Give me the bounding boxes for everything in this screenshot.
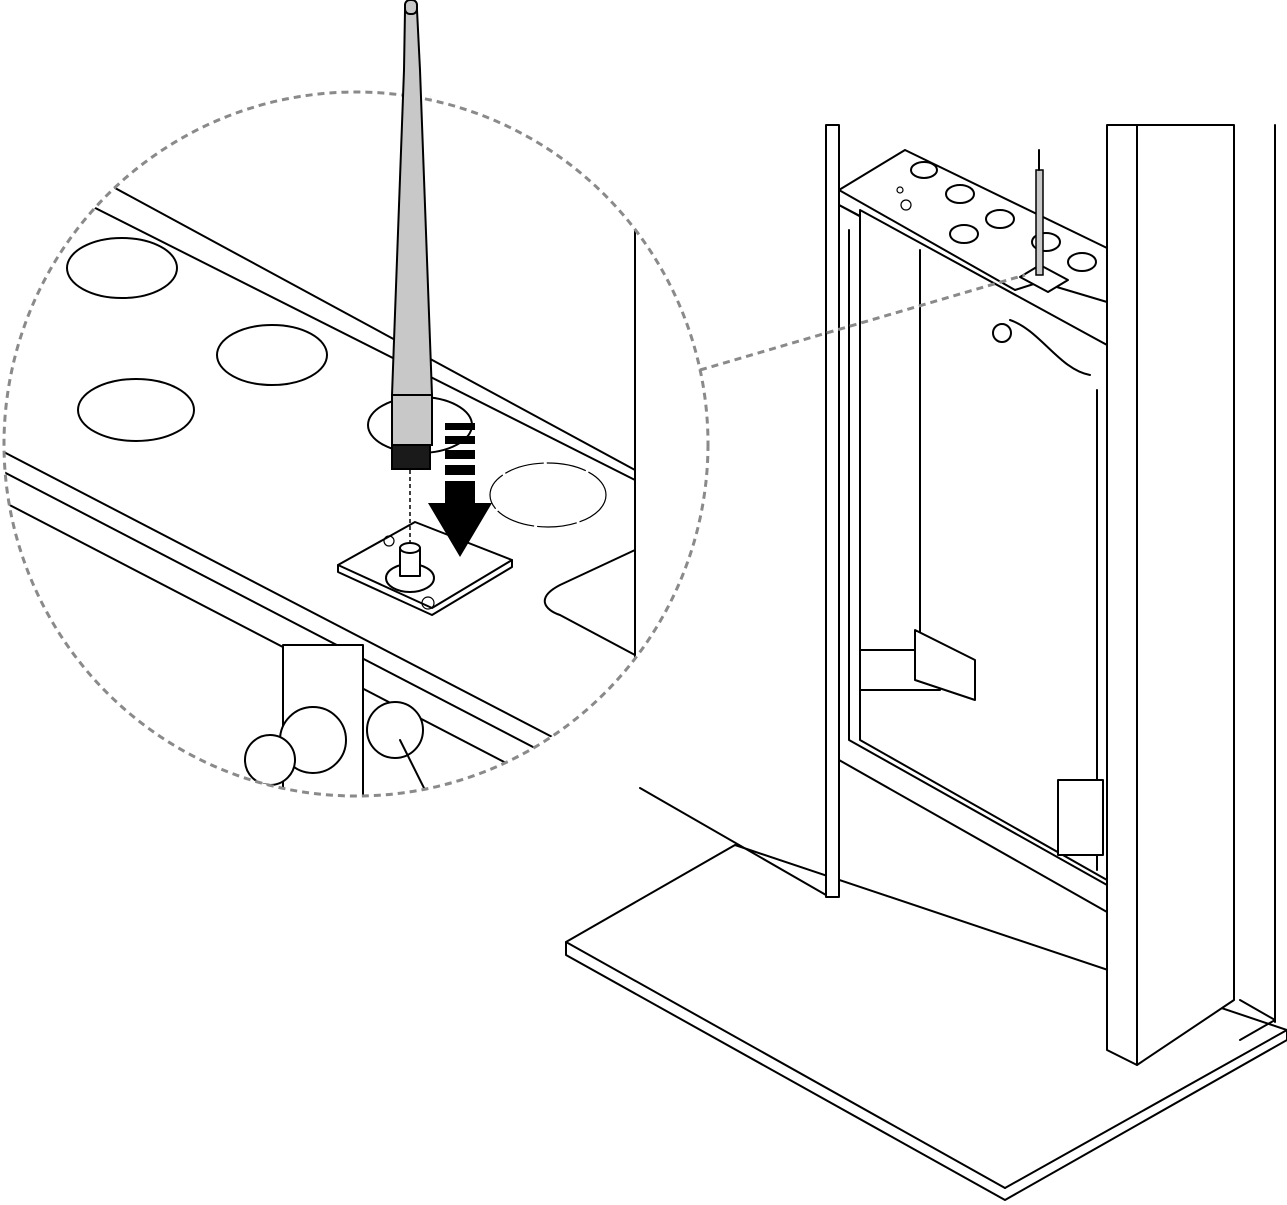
small-antenna — [1019, 149, 1069, 293]
lower-bracket — [244, 644, 431, 796]
base-plate — [565, 844, 1287, 1201]
detail-zoom — [4, 159, 636, 796]
side-box — [1057, 779, 1104, 856]
arrow-down-icon — [428, 423, 492, 557]
detail-zoom-outline — [2, 90, 710, 798]
cabinet — [565, 124, 1287, 1201]
antenna — [390, 0, 434, 545]
back-panel — [859, 209, 1108, 881]
connector-cable — [992, 319, 1091, 376]
callout-line-top — [699, 273, 1026, 372]
left-pillar — [825, 124, 840, 898]
mounting-plate — [337, 521, 513, 616]
antenna-connector — [391, 444, 431, 470]
right-pillar — [1106, 124, 1235, 1066]
